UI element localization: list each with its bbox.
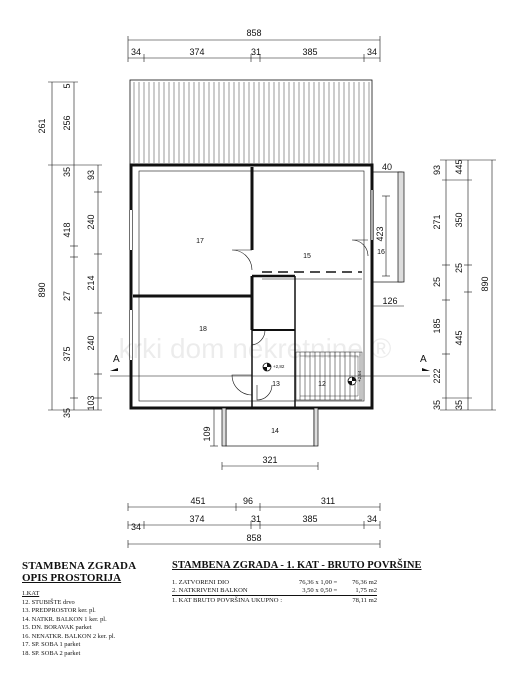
legend-item: 12. STUBIŠTE drvo: [22, 598, 75, 606]
room-legend: STAMBENA ZGRADA OPIS PROSTORIJA 1.KAT 12…: [22, 560, 172, 658]
dim-bot-311: 311: [321, 496, 335, 506]
dim-left-35b: 35: [62, 167, 72, 177]
dim-bot-34b: 34: [367, 514, 377, 524]
table-row-total: 1. KAT BRUTO POVRŠINA UKUPNO : 78,11 m2: [172, 595, 377, 605]
watermark: krki dom nekretnine ®: [119, 333, 392, 364]
level-marker-2: [347, 376, 357, 386]
area-row-label: 1. ZATVORENI DIO: [172, 579, 229, 586]
dim-right-271: 271: [432, 214, 442, 229]
dim-right-185: 185: [432, 318, 442, 333]
dim-left-35a: 35: [62, 408, 72, 418]
top-dimensions: [127, 36, 381, 62]
left-dimensions: [48, 81, 102, 411]
room-18-label: 18: [199, 326, 207, 333]
right-dimensions: [372, 159, 496, 411]
dim-left-890: 890: [37, 282, 47, 297]
legend-item: 15. DN. BORAVAK parket: [22, 624, 92, 631]
area-row-value: 76,36 m2: [352, 579, 377, 586]
dim-right-445b: 445: [454, 330, 464, 345]
area-table: 1. ZATVORENI DIO 76,36 x 1,00 = 76,36 m2…: [172, 579, 377, 605]
dim-right-25: 25: [454, 263, 464, 273]
dim-40: 40: [382, 162, 392, 172]
dim-left-93: 93: [86, 170, 96, 180]
area-title: STAMBENA ZGRADA - 1. KAT - BRUTO POVRŠIN…: [172, 560, 422, 571]
dim-left-256: 256: [62, 115, 72, 130]
dim-right-35b: 35: [454, 400, 464, 410]
roof-hatch: [129, 79, 373, 165]
area-total-label: 1. KAT BRUTO POVRŠINA UKUPNO :: [172, 595, 342, 605]
legend-item: 1.KAT: [22, 590, 40, 597]
dim-top-31: 31: [251, 47, 261, 57]
dim-top-overall: 858: [246, 28, 261, 38]
dim-bot-31: 31: [251, 514, 261, 524]
dim-top-385: 385: [302, 47, 317, 57]
balcony-16: [371, 171, 405, 283]
room-15-label: 15: [303, 253, 311, 260]
dim-left-240a: 240: [86, 214, 96, 229]
legend-subtitle: OPIS PROSTORIJA: [22, 572, 122, 584]
legend-item: 14. NATKR. BALKON 1 ker. pl.: [22, 615, 107, 623]
dim-top-34a: 34: [131, 47, 141, 57]
area-row-label: 2. NATKRIVENI BALKON: [172, 587, 248, 594]
dim-left-375: 375: [62, 346, 72, 361]
dim-right-350: 350: [454, 212, 464, 227]
dim-top-34b: 34: [367, 47, 377, 57]
dim-bot-96: 96: [243, 496, 253, 506]
dim-bot-34a: 34: [131, 522, 141, 532]
section-arrow-left: [110, 368, 118, 371]
legend-item: 17. SP. SOBA 1 parket: [22, 641, 81, 648]
room-16-label: 16: [377, 249, 385, 256]
dim-bot-385: 385: [302, 514, 317, 524]
dim-423: 423: [375, 226, 385, 241]
dim-109: 109: [202, 426, 212, 441]
dim-left-261: 261: [37, 118, 47, 133]
dim-left-5: 5: [62, 83, 72, 88]
table-row: 1. ZATVORENI DIO 76,36 x 1,00 = 76,36 m2: [172, 579, 377, 587]
dim-left-103: 103: [86, 395, 96, 410]
area-row-value: 1,75 m2: [355, 587, 377, 594]
section-arrow-right: [422, 368, 430, 371]
dim-right-93: 93: [432, 165, 442, 175]
room-13-label: 13: [272, 381, 280, 388]
doors: [231, 239, 369, 401]
area-row-formula: 3,50 x 0,50 =: [302, 587, 338, 594]
legend-title: STAMBENA ZGRADA: [22, 560, 137, 572]
area-row-formula: 76,36 x 1,00 =: [298, 579, 338, 586]
floor-plan: 858 34 374 31 385 34: [37, 28, 496, 548]
area-summary: STAMBENA ZGRADA - 1. KAT - BRUTO POVRŠIN…: [172, 560, 422, 605]
dim-right-445a: 445: [454, 159, 464, 174]
dim-right-890: 890: [480, 276, 490, 291]
section-label-left: A: [113, 354, 120, 365]
dim-top-374: 374: [189, 47, 204, 57]
section-label-right: A: [420, 354, 427, 365]
windows: [129, 190, 374, 360]
bottom-dimensions: [127, 408, 381, 548]
dim-right-222: 222: [432, 368, 442, 383]
legend-item: 16. NENATKR. BALKON 2 ker. pl.: [22, 632, 116, 640]
dim-left-240b: 240: [86, 335, 96, 350]
dim-126: 126: [382, 296, 397, 306]
balcony-14: [221, 407, 319, 447]
dim-bot-overall: 858: [246, 533, 261, 543]
area-total-value: 78,11 m2: [341, 595, 377, 605]
legend-item: 13. PREDPROSTOR ker. pl.: [22, 607, 96, 614]
dim-right-35a: 35: [432, 400, 442, 410]
level-marker-1: [262, 362, 272, 372]
dim-right-117: 25: [432, 277, 442, 287]
legend-item: 18. SP. SOBA 2 parket: [22, 649, 81, 657]
level-1-label: +2,82: [273, 364, 285, 369]
room-12-label: 12: [318, 381, 326, 388]
dim-321: 321: [262, 455, 277, 465]
walls: [129, 163, 374, 410]
table-row: 2. NATKRIVENI BALKON 3,50 x 0,50 = 1,75 …: [172, 587, 377, 596]
dim-bot-374: 374: [189, 514, 204, 524]
room-14-label: 14: [271, 428, 279, 435]
dim-bot-451: 451: [190, 496, 205, 506]
dim-left-418: 418: [62, 222, 72, 237]
room-17-label: 17: [196, 238, 204, 245]
dim-left-214: 214: [86, 275, 96, 290]
dim-left-27: 27: [62, 291, 72, 301]
